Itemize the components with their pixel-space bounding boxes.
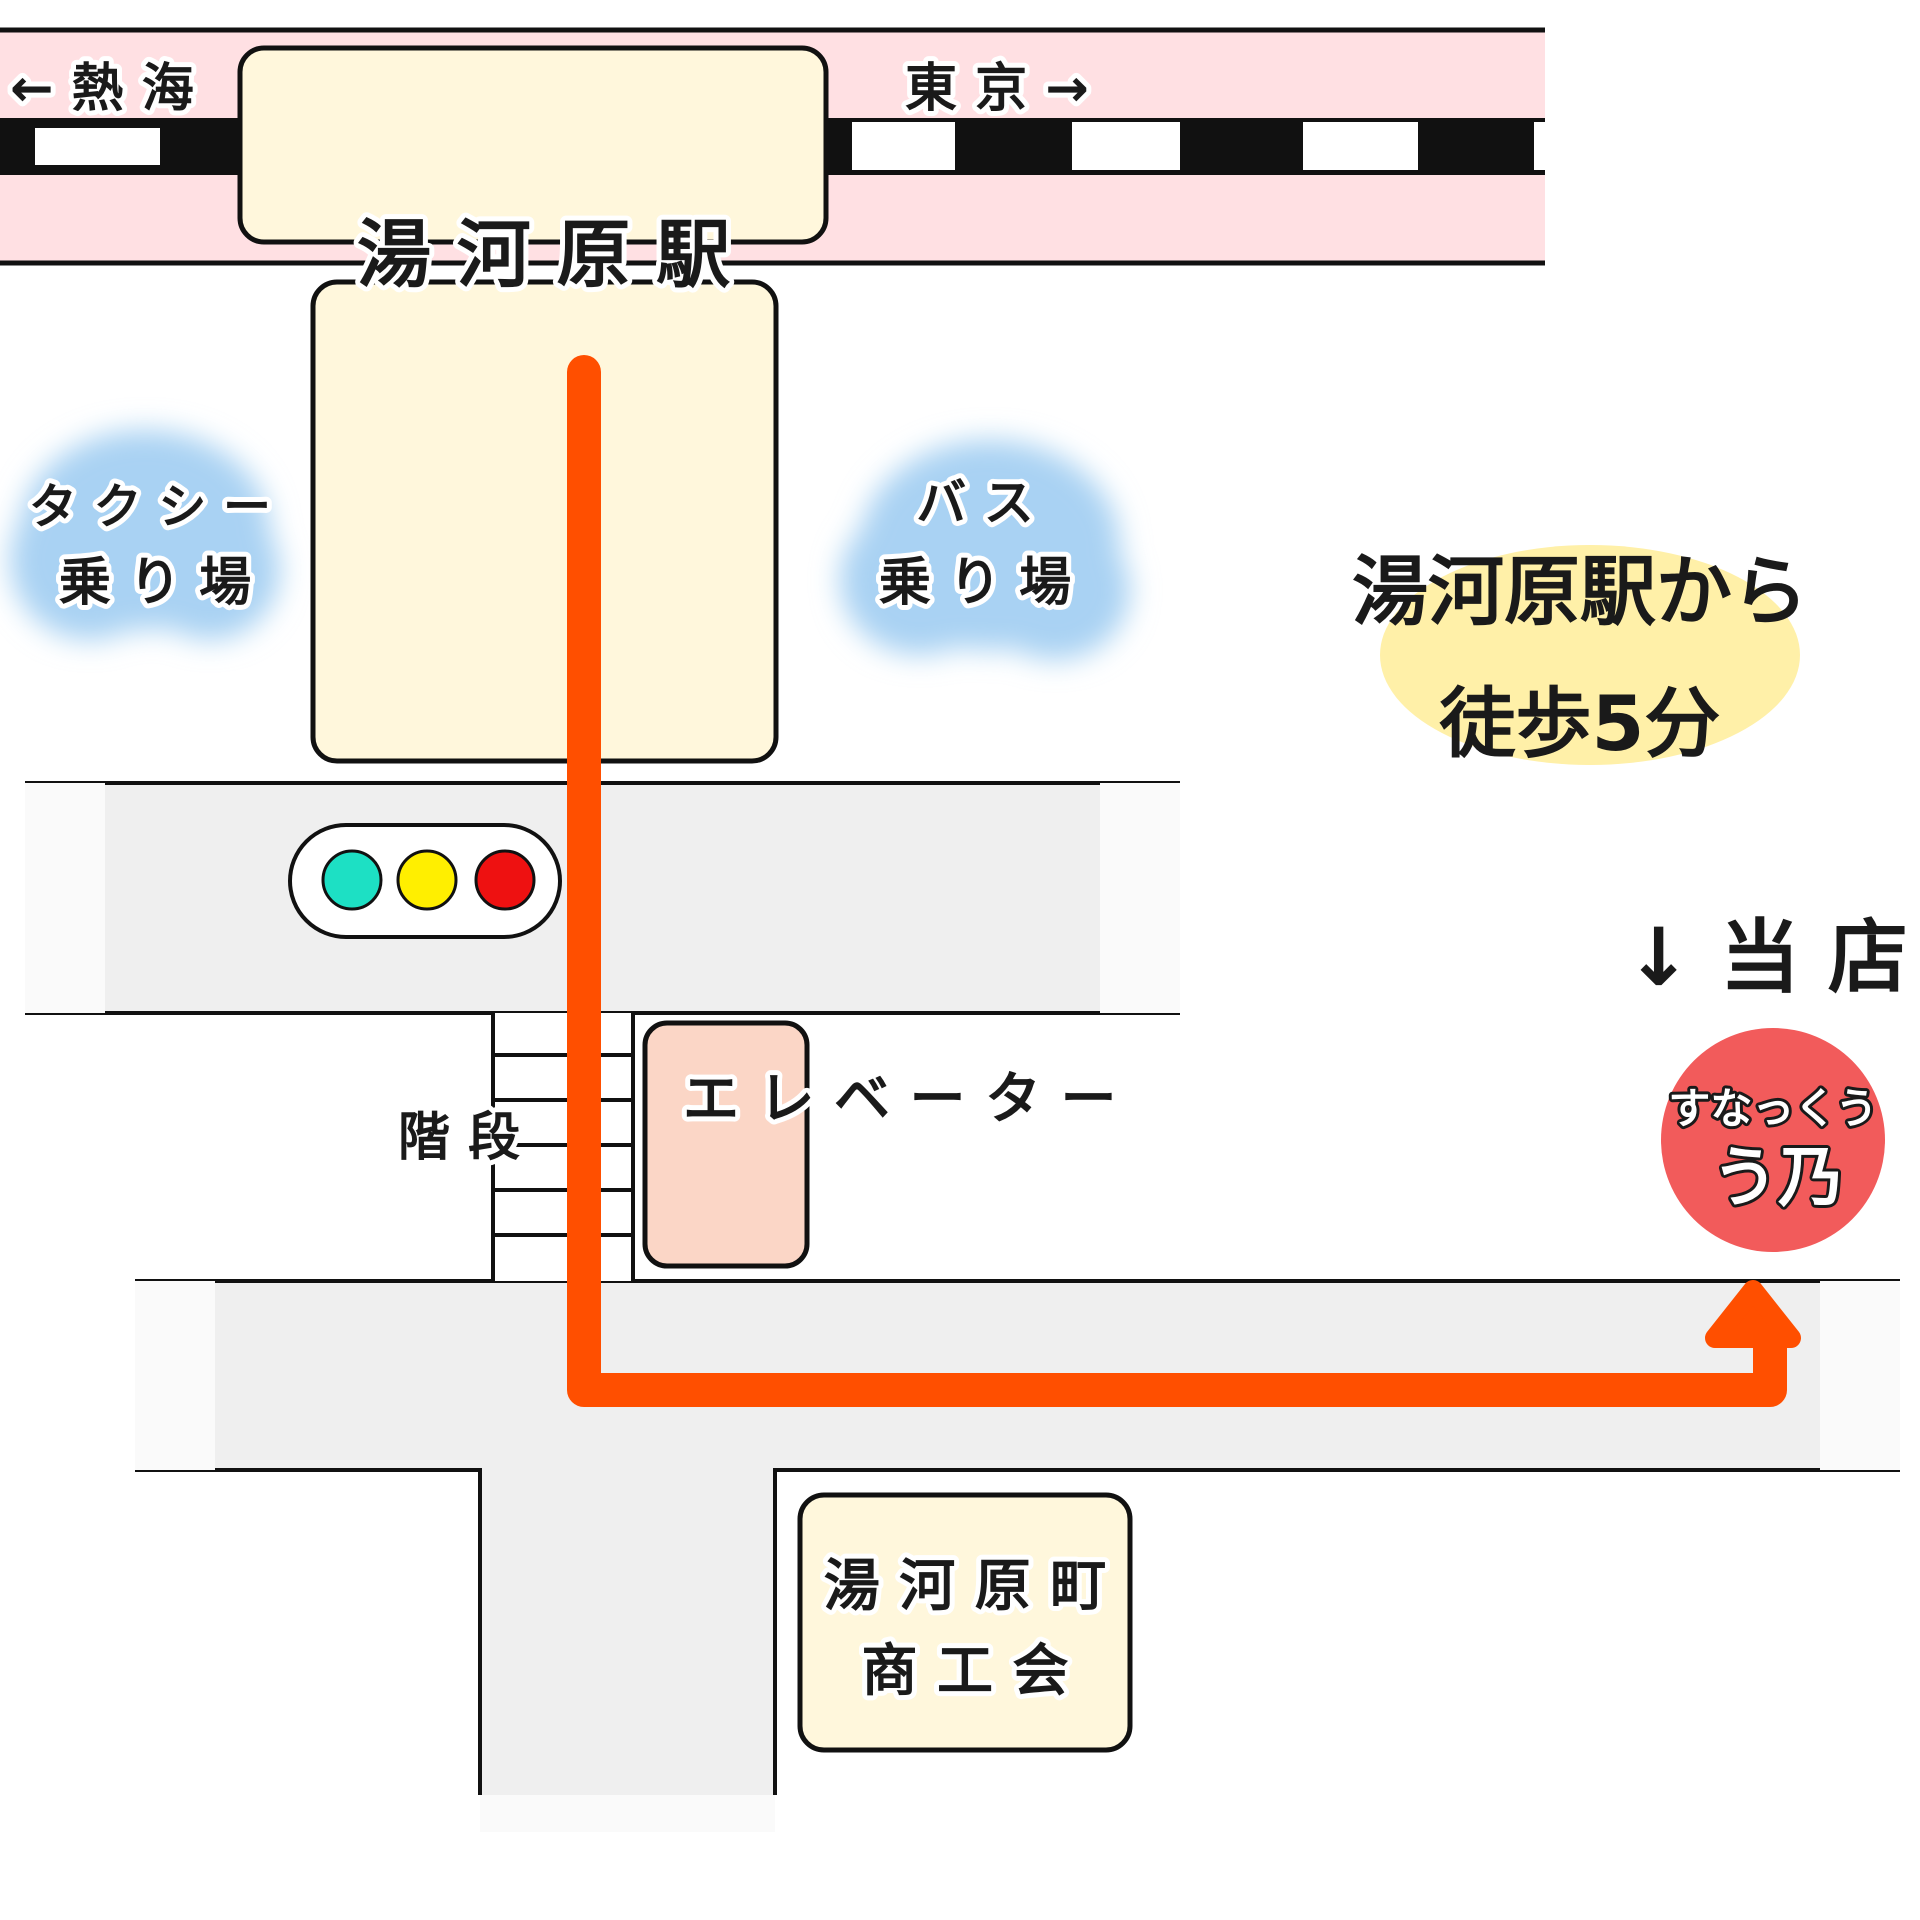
shop-label: ↓ 当 店 [1625,911,1908,1004]
traffic-light-red [474,849,536,911]
shop-badge-line2: う乃 [1712,1139,1844,1216]
traffic-light-yellow [396,849,458,911]
chamber-label-line2: 商 工 会 [862,1639,1069,1704]
taxi-stand-cloud [10,430,280,640]
elevator-label: エ レ ベ ー タ ー [683,1067,1116,1132]
walking-route [567,355,1801,1407]
shop-badge-line1: すなっくう [1668,1084,1877,1133]
chamber-label-line1: 湯 河 原 町 [824,1554,1107,1619]
stairs [491,1013,635,1281]
stairs-label: 階 段 [398,1108,520,1168]
shop-badge [1661,1028,1885,1252]
chamber-building [797,1492,1133,1753]
taxi-label-line2: 乗 り 場 [59,553,251,613]
direction-atami: ← 熱 海 [10,59,194,119]
station-building-top [237,45,829,245]
traffic-light [288,823,562,939]
bus-label-line2: 乗 り 場 [879,553,1071,613]
upper-street [25,781,1180,1015]
station-name: 湯 河 原 駅 [357,212,730,298]
lower-street [135,1279,1900,1832]
info-line1: 湯河原駅から [1352,547,1808,636]
traffic-light-green [321,849,383,911]
info-line2: 徒歩5分 [1439,679,1721,768]
info-highlight [1380,545,1800,765]
bus-label-line1: バ ス [916,474,1033,532]
taxi-label-line1: タ ク シ ー [29,479,271,535]
station-building-main [310,279,779,764]
bus-stop-cloud [840,440,1130,660]
elevator-box [642,1020,810,1269]
direction-tokyo: 東 京 → [905,59,1089,119]
route-arrowhead [1705,1280,1801,1348]
